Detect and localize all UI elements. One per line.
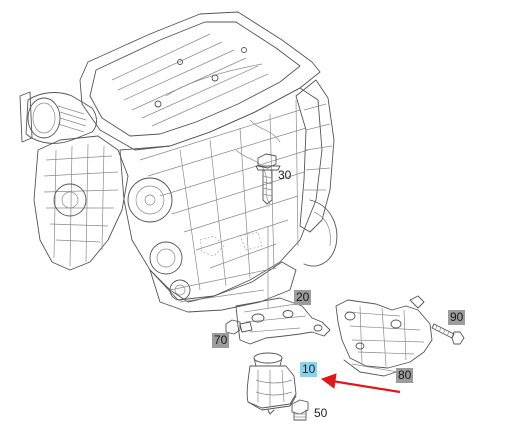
part-label-10[interactable]: 10 <box>300 362 318 377</box>
engine-bracket-drawing <box>235 297 331 345</box>
part-label-70[interactable]: 70 <box>212 333 230 348</box>
bolt-70-drawing <box>225 319 253 335</box>
heat-shield-drawing <box>335 295 433 377</box>
part-label-30[interactable]: 30 <box>278 168 292 182</box>
engine-mount-drawing <box>246 352 297 415</box>
bolt-50-drawing <box>291 399 309 421</box>
part-label-90[interactable]: 90 <box>448 310 466 325</box>
engine-drawing <box>19 11 338 313</box>
pointer-arrow <box>320 373 401 394</box>
part-label-80[interactable]: 80 <box>396 368 414 383</box>
bolt-30-drawing <box>255 153 281 205</box>
part-label-20[interactable]: 20 <box>294 290 312 305</box>
bolt-90-drawing <box>431 323 465 345</box>
part-label-50[interactable]: 50 <box>314 406 328 420</box>
